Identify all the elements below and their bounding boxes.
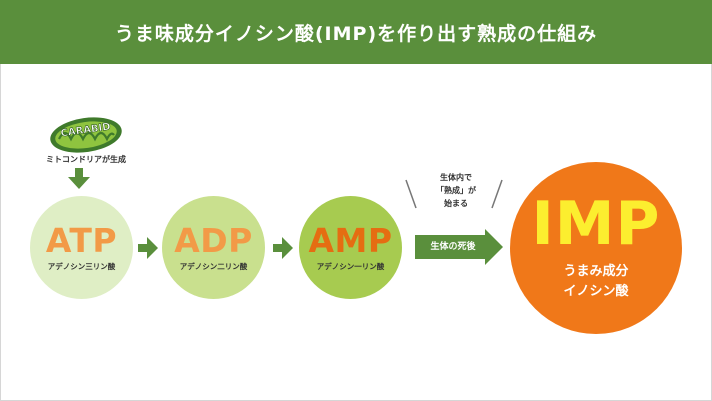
right-arrow-icon [138,237,158,259]
imp-line-2: イノシン酸 [563,284,629,299]
mitochondria-caption: ミトコンドリアが生成 [46,155,126,164]
imp-description: うまみ成分 イノシン酸 [563,262,628,302]
imp-label: IMP [531,188,661,259]
atp-node: ATP アデノシン三リン酸 [30,196,133,299]
down-arrow-icon [68,168,90,189]
adp-label: ADP [174,220,253,260]
header-bar: うま味成分イノシン酸(IMP)を作り出す熟成の仕組み [0,0,712,64]
atp-label: ATP [45,220,118,260]
atp-name: アデノシン三リン酸 [47,261,116,271]
transition-label: 生体の死後 [430,242,476,252]
imp-line-1: うまみ成分 [563,263,629,279]
ripening-line-1: 生体内で [440,173,472,182]
amp-label: AMP [308,220,393,260]
death-transition-arrow-icon [415,229,503,265]
emphasis-lines-icon [405,179,503,209]
amp-node: AMP アデノシン一リン酸 [299,196,402,299]
ripening-line-2: 「熟成」が [436,185,476,195]
ripening-note: 生体内で 「熟成」が 始まる [418,172,494,210]
ripening-line-3: 始まる [444,198,468,208]
page-title: うま味成分イノシン酸(IMP)を作り出す熟成の仕組み [114,22,598,45]
right-arrow-icon [273,237,293,259]
adp-name: アデノシン二リン酸 [179,261,248,271]
amp-name: アデノシン一リン酸 [316,261,385,271]
adp-node: ADP アデノシン二リン酸 [162,196,265,299]
mitochondria-icon: CARABID [50,117,122,153]
imp-node: IMP うまみ成分 イノシン酸 [510,162,682,334]
